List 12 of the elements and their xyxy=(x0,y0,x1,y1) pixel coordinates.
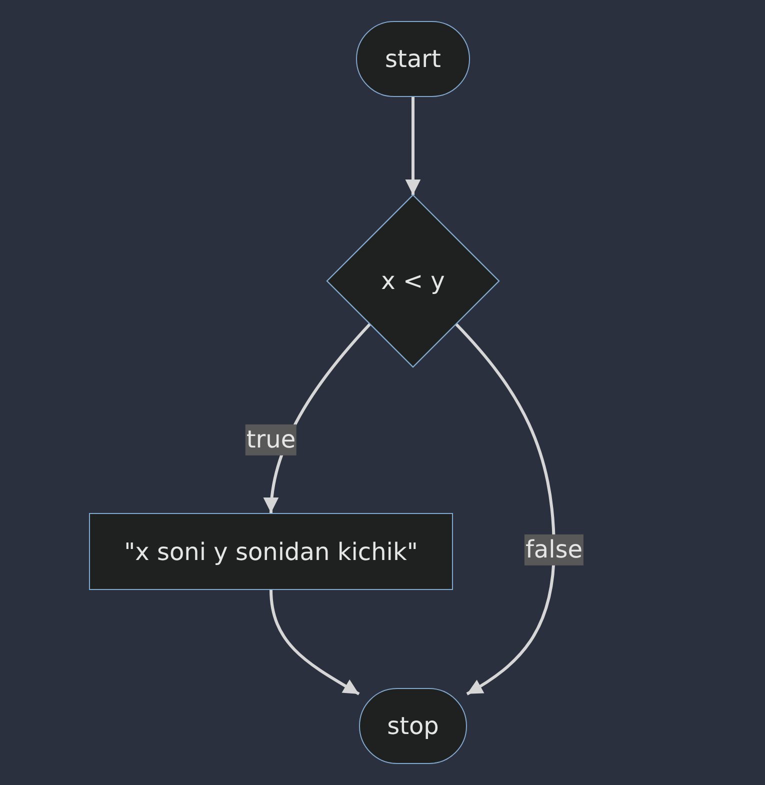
node-label: stop xyxy=(387,712,439,740)
arrow xyxy=(270,590,360,696)
process-box xyxy=(89,513,453,590)
node-label: "x soni y sonidan kichik" xyxy=(124,538,418,566)
decision-diamond xyxy=(327,195,499,367)
arrow xyxy=(405,97,421,195)
node-label: x < y xyxy=(381,267,445,295)
arrow xyxy=(454,322,556,696)
edge-label: false xyxy=(524,534,584,566)
node-label: start xyxy=(385,45,441,73)
terminal-node xyxy=(359,688,467,764)
edge-label: true xyxy=(245,424,297,456)
